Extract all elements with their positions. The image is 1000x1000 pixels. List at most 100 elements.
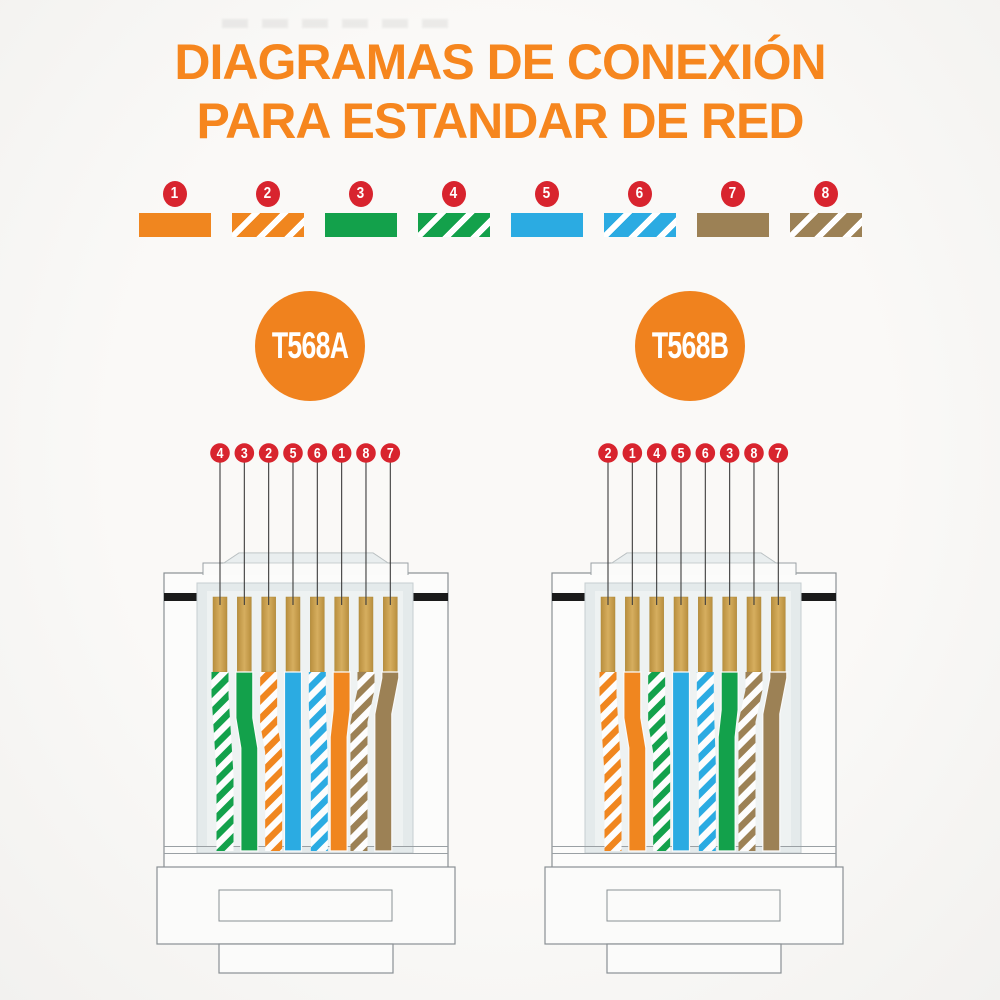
pin-number-circle [331,443,352,463]
pin-contact [625,596,640,673]
legend-item-8: 8 [789,181,862,237]
legend-swatch-orange-striped [231,213,304,237]
legend-number: 4 [449,185,458,202]
legend-swatch-blue-striped [603,213,676,237]
pin-number: 7 [387,445,394,461]
pin-number-badge: 5 [671,443,691,463]
pin-number: 2 [265,445,272,461]
pin-number-badge: 3 [719,443,740,463]
wire-green [235,671,259,852]
pin-contact [722,596,737,673]
pin-contact [358,596,374,673]
pin-contact [600,596,616,673]
legend-number-badge: 3 [348,181,373,207]
standard-label-t568a-text: T568A [271,325,349,366]
latch-clip [610,552,778,564]
pin-number: 8 [751,445,758,461]
pin-number-badge: 4 [210,443,230,463]
pin-contact [285,596,301,673]
faint-watermark [222,19,452,28]
legend-number-badge: 4 [441,181,466,207]
pin-contact [383,596,398,673]
pin-contact [310,596,325,673]
pin-number: 1 [629,445,636,461]
title-line-1: DIAGRAMAS DE CONEXIÓN [174,34,826,90]
wire-brown-striped-stripes [738,672,763,851]
legend-number: 3 [356,185,365,202]
pin-number-badge: 5 [283,443,303,463]
pin-number: 3 [241,445,248,461]
boot-inset [606,889,781,922]
legend-number: 5 [542,185,551,202]
pin-number: 4 [217,445,224,461]
pin-number-badge: 8 [356,443,376,463]
cable-tab [218,943,394,974]
pin-number-circle [768,443,789,463]
wire-brown [374,671,400,852]
pin-number-badge: 1 [622,443,643,463]
pin-number-badge: 8 [744,443,764,463]
pin-number-circle [646,443,667,463]
wire-brown [762,671,788,852]
wire-green-striped-stripes [648,672,671,851]
legend-item-4: 4 [417,181,490,237]
pin-number-badge: 2 [258,443,279,463]
pin-number: 1 [338,445,345,461]
pin-number-badge: 6 [307,443,328,463]
pin-number-circle [234,443,255,463]
legend-swatch-green-striped [417,213,490,237]
title-line-2: PARA ESTANDAR DE RED [196,93,805,149]
legend-number: 1 [170,185,179,202]
legend-number-badge: 6 [627,181,652,207]
pin-contact [261,596,276,673]
pin-number-circle [380,443,401,463]
legend-item-6: 6 [603,181,676,237]
wire-orange-striped-stripes [260,672,283,851]
wire-blue [671,671,691,852]
standard-label-t568b-text: T568B [651,325,729,366]
legend-number: 7 [728,185,737,202]
pin-contact [649,596,664,673]
pin-contact [673,596,689,673]
wire-green-striped-stripes [211,672,234,851]
pin-number-circle [744,443,764,463]
pin-number-circle [356,443,376,463]
pin-number: 7 [775,445,782,461]
wire-blue-striped-stripes [308,672,328,851]
pin-number: 5 [290,445,297,461]
wire-orange [623,671,647,852]
legend-number: 8 [821,185,830,202]
pin-number-badge: 7 [380,443,401,463]
cable-tab [606,943,782,974]
wire-orange [329,671,351,852]
legend-swatch-orange [138,213,211,237]
pin-number: 4 [653,445,660,461]
pin-number: 6 [702,445,709,461]
pin-number-badge: 1 [331,443,352,463]
legend-swatch-brown-striped [789,213,862,237]
latch-clip [222,552,390,564]
wire-green [717,671,739,852]
pin-number: 8 [363,445,370,461]
pin-number-badge: 4 [646,443,667,463]
standard-label-t568a: T568A [255,291,365,401]
wire-color-legend: 1 2 3 4 5 6 7 8 [0,181,1000,237]
pin-number-circle [258,443,279,463]
pin-number-circle [210,443,230,463]
legend-number-badge: 8 [813,181,838,207]
pin-contact [746,596,762,673]
page-title: DIAGRAMAS DE CONEXIÓN PARA ESTANDAR DE R… [0,33,1000,151]
pin-number: 2 [605,445,612,461]
pin-contact [237,596,252,673]
pin-number-circle [622,443,643,463]
wire-brown-striped-stripes [350,672,375,851]
legend-item-1: 1 [138,181,211,237]
legend-item-3: 3 [324,181,397,237]
legend-number-badge: 2 [255,181,280,207]
pin-number-badge: 6 [695,443,716,463]
legend-number-badge: 7 [720,181,745,207]
standard-label-t568b: T568B [635,291,745,401]
